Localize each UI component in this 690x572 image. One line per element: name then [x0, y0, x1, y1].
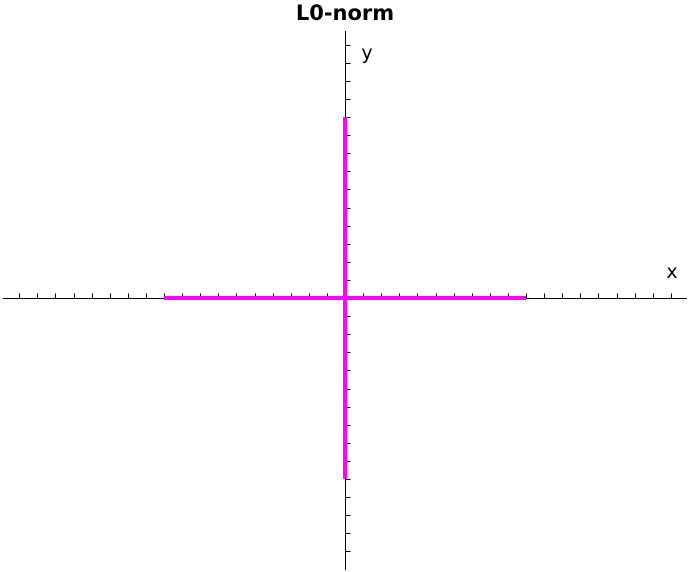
chart-title: L0-norm	[296, 1, 394, 25]
series-layer	[164, 117, 526, 479]
y-axis-label: y	[361, 42, 372, 64]
x-axis-label: x	[666, 261, 677, 283]
